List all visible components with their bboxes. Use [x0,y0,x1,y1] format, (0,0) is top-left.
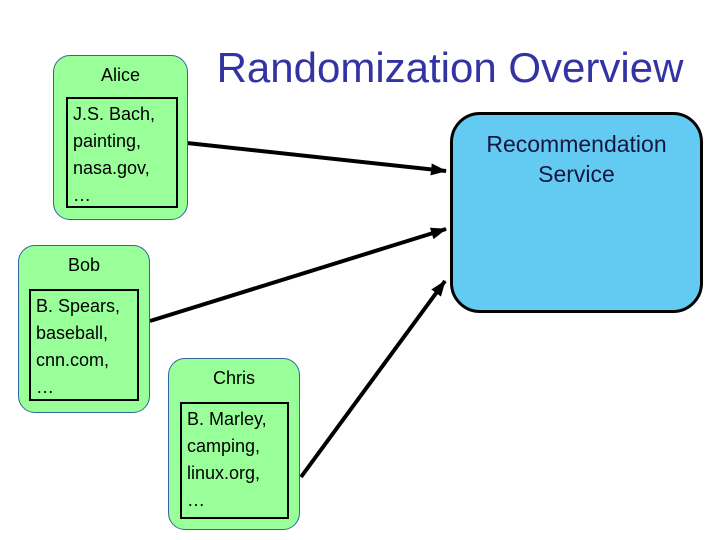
preference-item: camping, [187,436,261,456]
slide-title: Randomization Overview [216,44,684,91]
node-bob-label: Bob [67,255,101,275]
preference-item: J.S. Bach, [73,104,156,124]
preference-item: B. Marley, [187,409,267,429]
preference-item: baseball, [36,323,109,343]
node-recommendation-service: Recommendation Service [450,112,703,313]
preference-item: … [187,490,205,510]
arrow-bob-to-service [149,227,447,323]
preference-item: … [36,377,54,397]
arrow-alice-to-service [186,141,447,176]
node-chris-label: Chris [212,368,255,388]
preference-item: … [73,185,91,205]
node-bob-preferences: B. Spears, baseball, cnn.com, … [29,289,139,401]
node-alice: Alice J.S. Bach, painting, nasa.gov, … [53,55,188,220]
preference-item: cnn.com, [36,350,110,370]
preference-item: B. Spears, [36,296,121,316]
recommendation-service-label: Recommendation Service [486,131,667,187]
preference-item: painting, [73,131,142,151]
node-alice-label: Alice [100,65,140,85]
arrow-chris-to-service [299,279,447,479]
preference-item: nasa.gov, [73,158,150,178]
node-alice-preferences: J.S. Bach, painting, nasa.gov, … [66,97,178,208]
node-chris: Chris B. Marley, camping, linux.org, … [168,358,300,530]
node-bob: Bob B. Spears, baseball, cnn.com, … [18,245,150,413]
preference-item: linux.org, [187,463,261,483]
node-chris-preferences: B. Marley, camping, linux.org, … [180,402,289,519]
